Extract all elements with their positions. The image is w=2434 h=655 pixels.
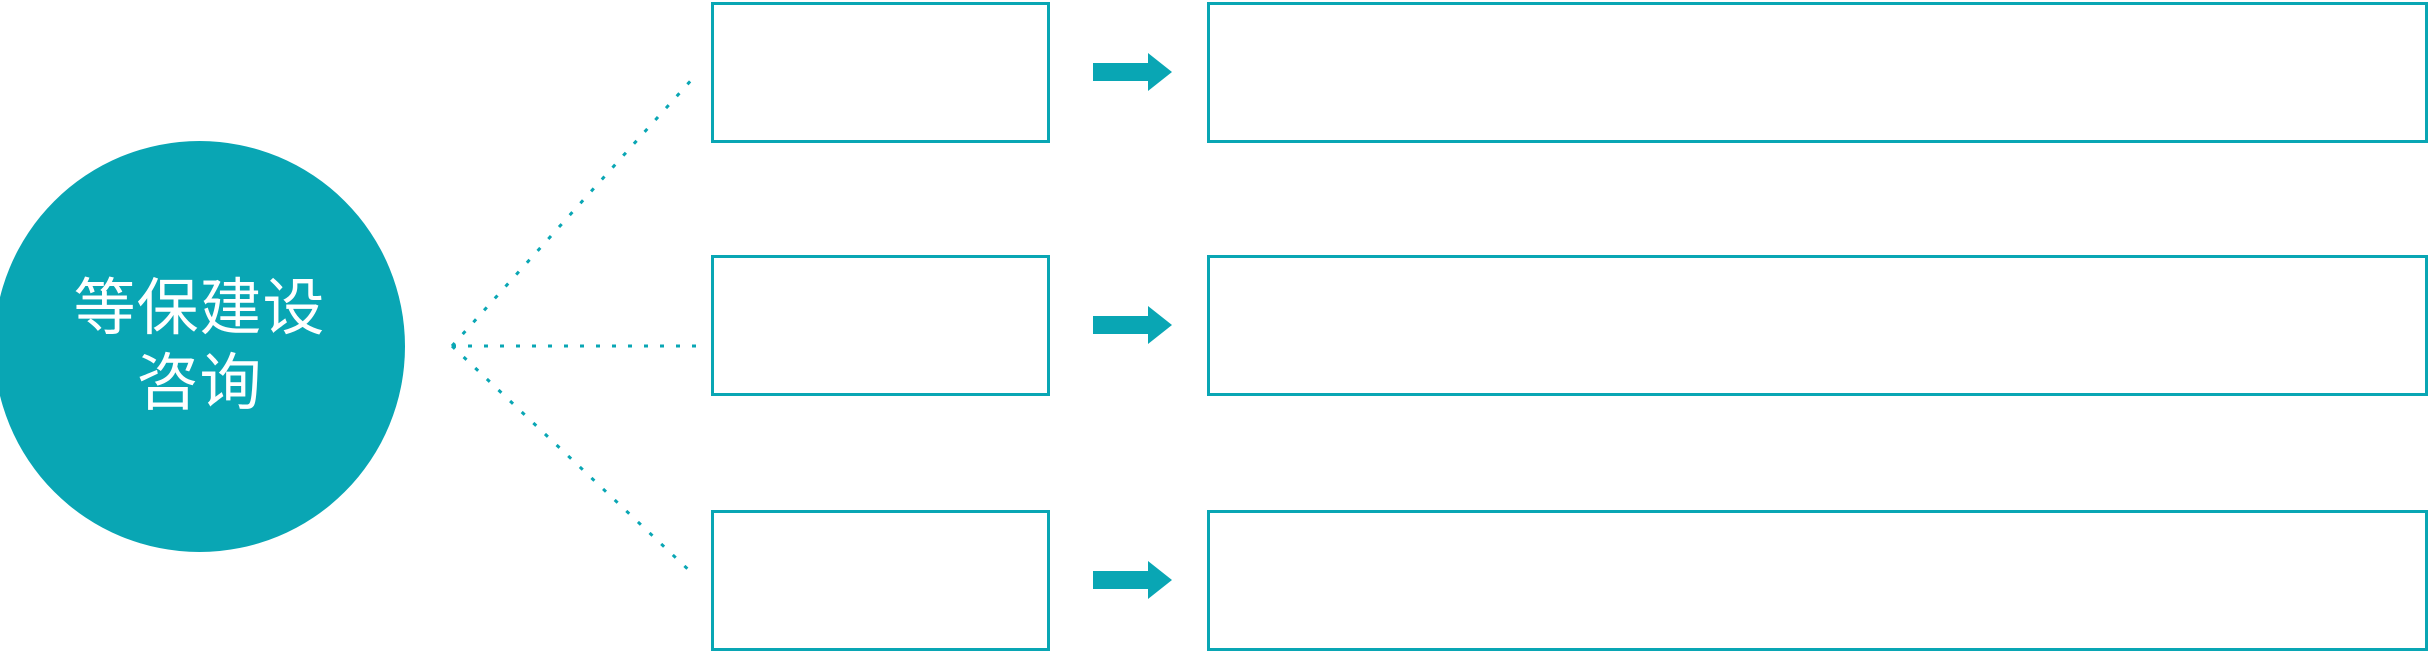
dotted-connector-bottom [450, 344, 696, 577]
category-box-1 [711, 2, 1050, 143]
category-box-2 [711, 255, 1050, 396]
root-node-label-line1: 等保建设 [73, 274, 326, 344]
arrow-right-icon [1093, 306, 1172, 344]
root-node-label-line2: 咨询 [136, 348, 263, 418]
arrow-right-icon [1093, 53, 1172, 91]
root-node-circle: 等保建设 咨询 [0, 141, 405, 552]
category-box-3 [711, 510, 1050, 651]
detail-box-2 [1207, 255, 2428, 396]
dotted-connector-top [450, 75, 696, 348]
detail-box-3 [1207, 510, 2428, 651]
arrow-right-icon [1093, 561, 1172, 599]
detail-box-1 [1207, 2, 2428, 143]
